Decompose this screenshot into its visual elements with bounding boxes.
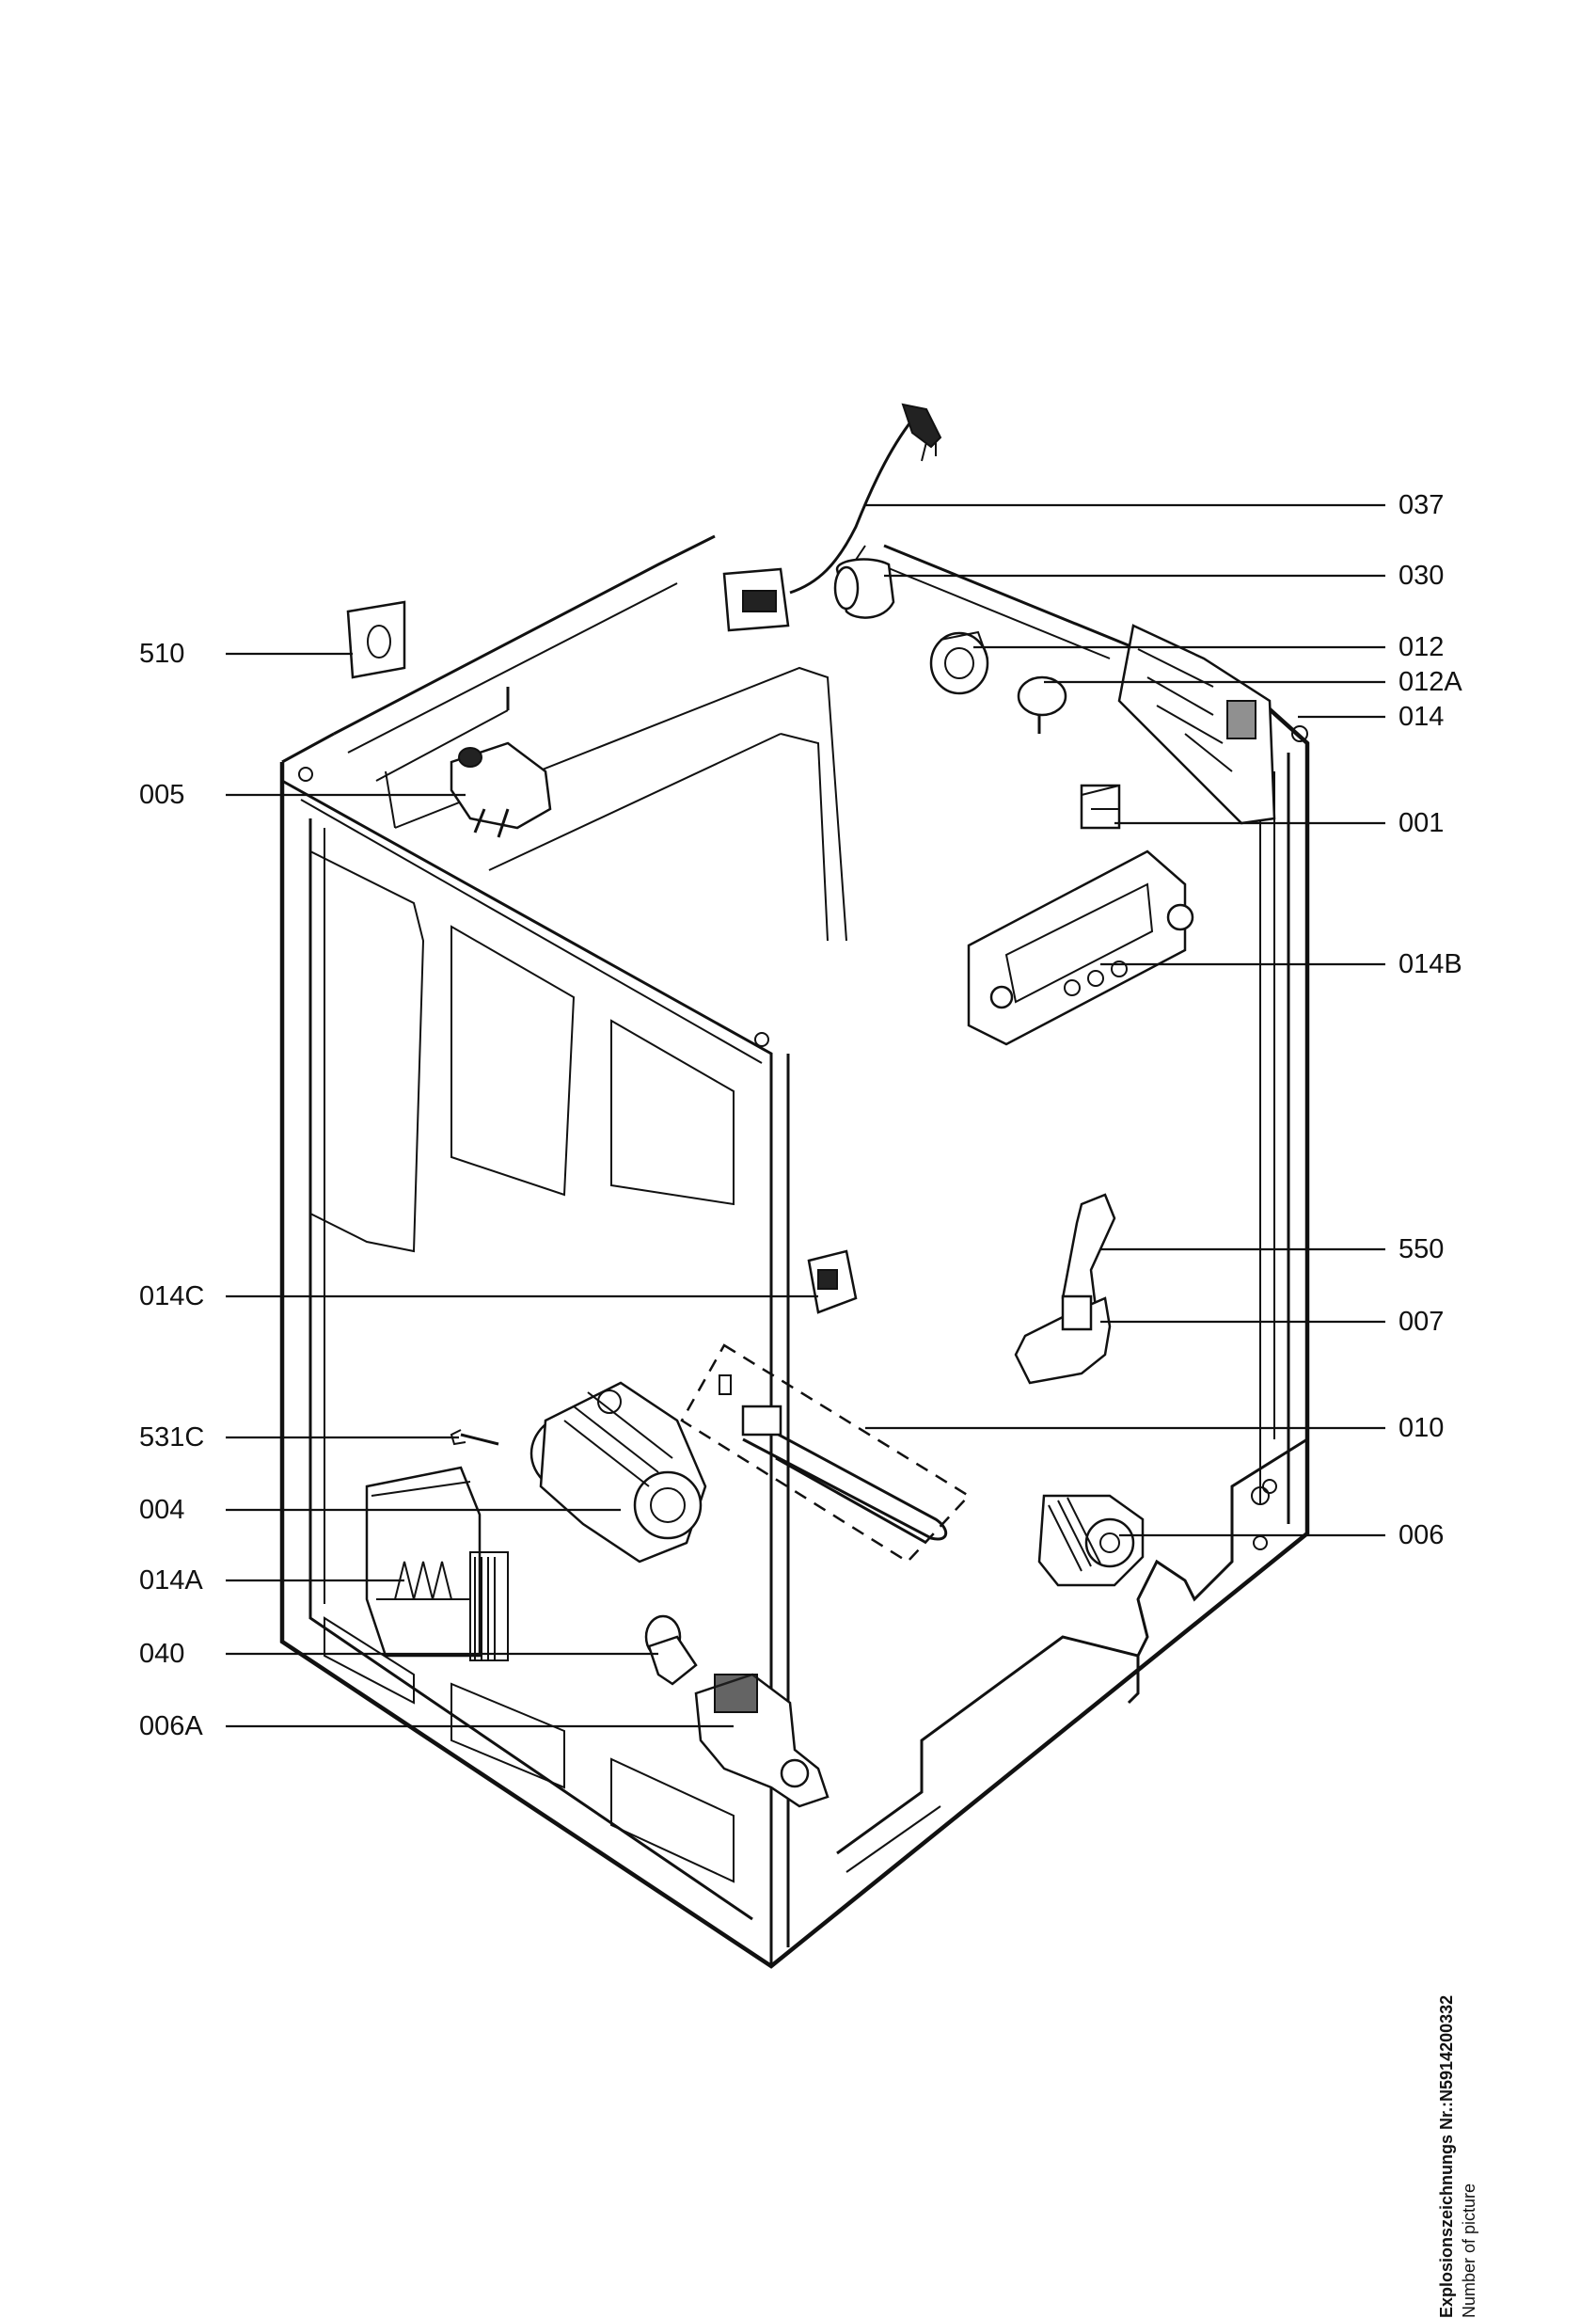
part-label-030: 030 [1398,561,1445,591]
drawing-number: Explosionszeichnungs Nr.:N5914200332 [1437,1994,1456,2318]
side-panels [309,849,735,1883]
part-label-007: 007 [1398,1307,1445,1337]
part-label-040: 040 [139,1639,185,1669]
part-label-014: 014 [1398,702,1445,732]
leader-lines-left [226,652,818,1728]
part-label-550: 550 [1398,1234,1445,1264]
part-label-510: 510 [139,639,185,669]
part-label-531c: 531C [139,1422,205,1453]
part-label-014b: 014B [1398,949,1462,979]
part-label-037: 037 [1398,490,1445,520]
parts [346,403,1276,1808]
part-label-014a: 014A [139,1565,203,1596]
part-label-004: 004 [139,1495,185,1525]
part-label-006a: 006A [139,1711,203,1741]
part-label-014c: 014C [139,1281,205,1311]
part-label-006: 006 [1398,1520,1445,1550]
drawing-number-note: Explosionszeichnungs Nr.:N5914200332 Num… [1435,1791,1480,2318]
drawing-number-caption: Number of picture [1460,2183,1478,2318]
part-label-010: 010 [1398,1413,1445,1443]
part-label-012a: 012A [1398,667,1462,697]
cabinet-frame [279,534,1310,1969]
machine-cabinet-drawing [226,403,1385,1969]
exploded-view-diagram: 510 005 014C 531C 004 014A 040 006A 037 … [139,403,1478,2318]
leader-lines-right [865,503,1385,1537]
part-label-001: 001 [1398,808,1445,838]
part-label-012: 012 [1398,632,1445,662]
part-label-005: 005 [139,780,185,810]
